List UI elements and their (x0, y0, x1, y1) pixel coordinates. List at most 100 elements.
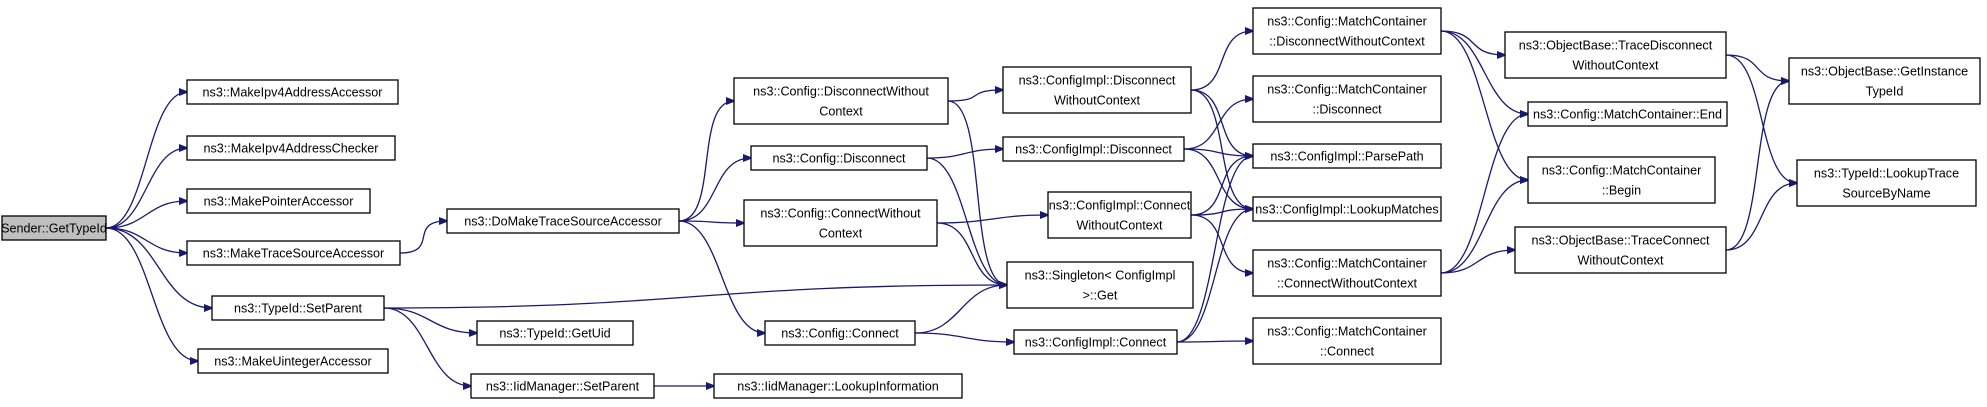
node-label: ns3::ConfigImpl::Disconnect (1019, 74, 1176, 88)
node-lookupMatches[interactable]: ns3::ConfigImpl::LookupMatches (1252, 196, 1442, 222)
node-label: ns3::MakeIpv4AddressChecker (204, 142, 379, 156)
node-box (446, 208, 680, 234)
node-obTraceDiscWoc[interactable]: ns3::ObjectBase::TraceDisconnectWithoutC… (1504, 31, 1727, 79)
node-label: ns3::Config::MatchContainer (1267, 325, 1427, 339)
node-mcConnWoc[interactable]: ns3::Config::MatchContainer::ConnectWith… (1252, 249, 1442, 297)
node-label: ns3::Config::Disconnect (772, 152, 906, 166)
node-typeidsetparent[interactable]: ns3::TypeId::SetParent (211, 295, 385, 321)
node-mktrsrcacc[interactable]: ns3::MakeTraceSourceAccessor (186, 240, 401, 266)
node-cfgdisc[interactable]: ns3::Config::Disconnect (750, 145, 928, 171)
edge-cfgconn-to-singleton (914, 285, 1007, 334)
node-typeidgetuid[interactable]: ns3::TypeId::GetUid (476, 320, 634, 346)
node-label: Context (819, 105, 863, 119)
node-parsePath[interactable]: ns3::ConfigImpl::ParsePath (1252, 143, 1442, 169)
node-mcDisc[interactable]: ns3::Config::MatchContainer::Disconnect (1252, 75, 1442, 123)
edge-implDisc-to-parsePath (1183, 148, 1253, 156)
node-box (1252, 7, 1442, 55)
edge-implDisc-to-mcDisc (1183, 99, 1253, 150)
node-box (476, 320, 634, 346)
node-root[interactable]: Sender::GetTypeId (1, 215, 107, 241)
node-mcEnd[interactable]: ns3::Config::MatchContainer::End (1527, 101, 1728, 127)
node-box (1, 215, 107, 241)
edge-cfgconnwoc-to-implConnWoc (936, 215, 1048, 224)
node-domktrsrc[interactable]: ns3::DoMakeTraceSourceAccessor (446, 208, 680, 234)
edges-layer (105, 30, 1797, 386)
node-mcDiscWoc[interactable]: ns3::Config::MatchContainer::DisconnectW… (1252, 7, 1442, 55)
edge-root-to-mkipv4acc (105, 92, 187, 229)
edge-implConn-to-mcConn (1176, 341, 1253, 342)
edge-root-to-mkuintacc (105, 227, 198, 361)
node-box (1527, 156, 1716, 204)
node-mkptracc[interactable]: ns3::MakePointerAccessor (186, 188, 371, 214)
node-implDisc[interactable]: ns3::ConfigImpl::Disconnect (1002, 136, 1185, 162)
edge-obTraceConnWoc-to-obGetInstTypeId (1725, 81, 1789, 251)
edge-cfgconnwoc-to-singleton (936, 222, 1007, 285)
node-label: ns3::ObjectBase::TraceConnect (1531, 234, 1710, 248)
node-label: ns3::Config::MatchContainer (1542, 164, 1702, 178)
node-box (1796, 159, 1977, 207)
node-label: ns3::TypeId::GetUid (499, 327, 610, 341)
node-label: ::ConnectWithoutContext (1277, 277, 1418, 291)
node-label: ::DisconnectWithoutContext (1269, 35, 1425, 49)
node-implDiscWoc[interactable]: ns3::ConfigImpl::DisconnectWithoutContex… (1002, 66, 1192, 114)
node-box (733, 77, 949, 125)
node-label: TypeId (1866, 85, 1904, 99)
node-label: WithoutContext (1577, 254, 1664, 268)
node-implConn[interactable]: ns3::ConfigImpl::Connect (1013, 329, 1178, 355)
node-obTraceConnWoc[interactable]: ns3::ObjectBase::TraceConnectWithoutCont… (1514, 226, 1727, 274)
node-label: ns3::Config::MatchContainer (1267, 15, 1427, 29)
edge-mcConnWoc-to-obTraceConnWoc (1440, 250, 1515, 274)
node-implConnWoc[interactable]: ns3::ConfigImpl::ConnectWithoutContext (1047, 191, 1192, 239)
node-label: WithoutContext (1054, 94, 1141, 108)
edge-implConnWoc-to-mcConnWoc (1190, 214, 1253, 273)
edge-mktrsrcacc-to-domktrsrc (399, 221, 447, 254)
edge-implDisc-to-lookupMatches (1183, 148, 1253, 209)
node-label: ns3::Singleton< ConfigImpl (1025, 269, 1176, 283)
node-box (743, 199, 938, 247)
node-box (1252, 196, 1442, 222)
node-box (1002, 66, 1192, 114)
node-label: ns3::ConfigImpl::Disconnect (1015, 143, 1172, 157)
node-cfgconn[interactable]: ns3::Config::Connect (764, 320, 916, 346)
node-mkipv4chk[interactable]: ns3::MakeIpv4AddressChecker (186, 135, 396, 161)
node-box (1013, 329, 1178, 355)
node-box (186, 135, 396, 161)
node-iidlookup[interactable]: ns3::IidManager::LookupInformation (713, 373, 963, 399)
node-box (1514, 226, 1727, 274)
node-singleton[interactable]: ns3::Singleton< ConfigImpl >::Get (1006, 261, 1194, 309)
edge-mcConnWoc-to-mcBegin (1440, 180, 1528, 274)
node-box (713, 373, 963, 399)
edge-domktrsrc-to-cfgdisc (678, 158, 751, 222)
node-cfgdiscwoc[interactable]: ns3::Config::DisconnectWithoutContext (733, 77, 949, 125)
node-label: ns3::ObjectBase::TraceDisconnect (1519, 39, 1713, 53)
node-box (1527, 101, 1728, 127)
edge-root-to-mkptracc (105, 201, 187, 229)
node-iidsetparent[interactable]: ns3::IidManager::SetParent (470, 373, 655, 399)
node-label: ns3::Config::ConnectWithout (760, 207, 921, 221)
node-box (1047, 191, 1192, 239)
edge-implConn-to-parsePath (1176, 156, 1253, 343)
node-label: Context (819, 227, 863, 241)
node-mcConn[interactable]: ns3::Config::MatchContainer::Connect (1252, 317, 1442, 365)
edge-obTraceDiscWoc-to-lookupTraceSrc (1725, 54, 1797, 183)
node-label: ns3::ConfigImpl::LookupMatches (1255, 203, 1438, 217)
edge-domktrsrc-to-cfgdiscwoc (678, 101, 734, 222)
node-label: ns3::Config::MatchContainer (1267, 257, 1427, 271)
node-label: ns3::Config::DisconnectWithout (753, 85, 929, 99)
edge-implDiscWoc-to-parsePath (1190, 89, 1253, 156)
node-cfgconnwoc[interactable]: ns3::Config::ConnectWithoutContext (743, 199, 938, 247)
edge-mcDiscWoc-to-obTraceDiscWoc (1440, 30, 1505, 55)
edge-domktrsrc-to-cfgconnwoc (678, 221, 744, 223)
node-box (186, 188, 371, 214)
node-label: ns3::ConfigImpl::Connect (1049, 199, 1191, 213)
edge-root-to-mkipv4chk (105, 148, 187, 229)
node-mcBegin[interactable]: ns3::Config::MatchContainer::Begin (1527, 156, 1716, 204)
node-mkuintacc[interactable]: ns3::MakeUintegerAccessor (197, 348, 389, 374)
edge-implConnWoc-to-lookupMatches (1190, 209, 1253, 216)
node-mkipv4acc[interactable]: ns3::MakeIpv4AddressAccessor (186, 79, 399, 105)
node-label: ns3::MakeUintegerAccessor (214, 355, 372, 369)
node-label: WithoutContext (1572, 59, 1659, 73)
